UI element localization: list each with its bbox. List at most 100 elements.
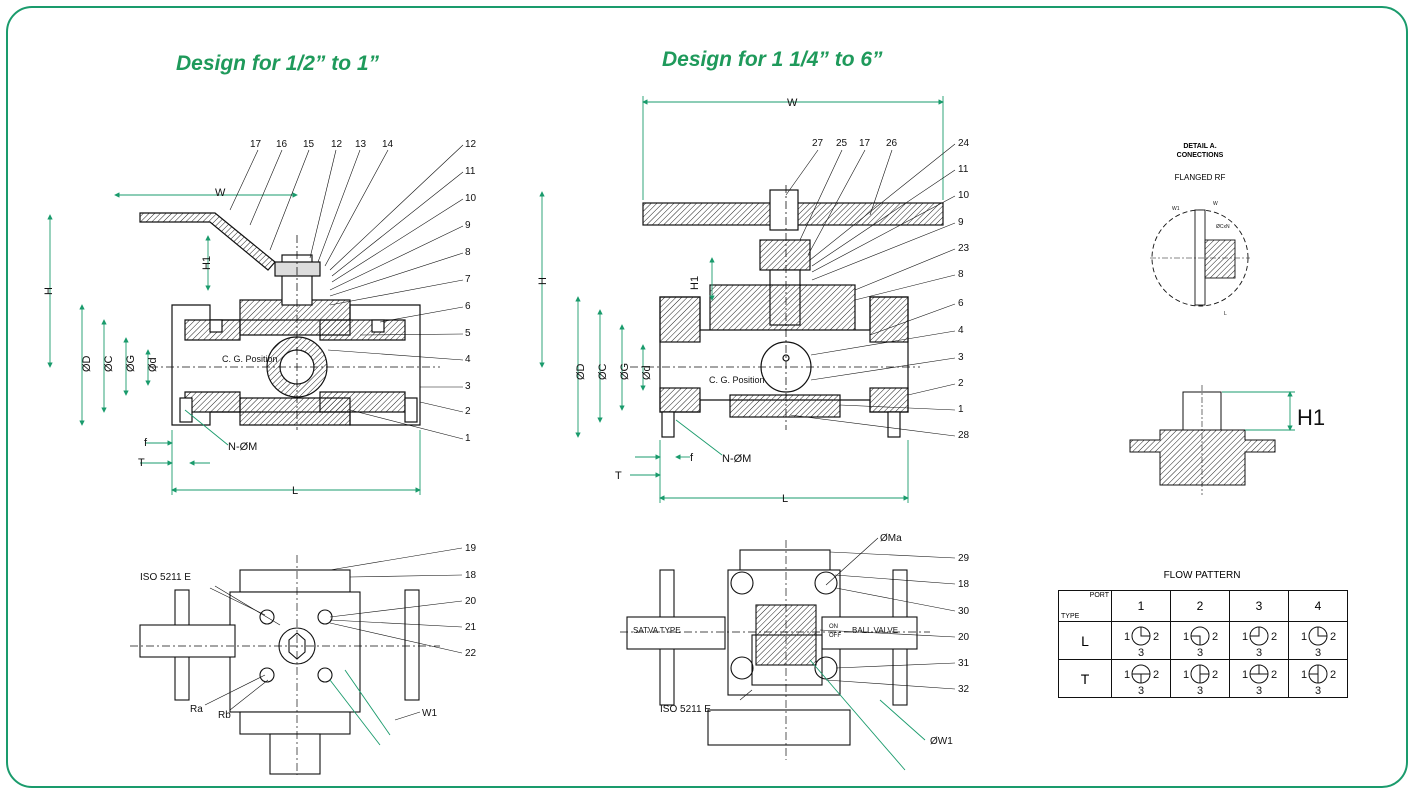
part-9: 9 [465,220,471,231]
part-29: 29 [958,553,970,564]
iso-label-right: ISO 5211 E [660,704,711,715]
cg-position-left: C. G. Position [222,354,278,364]
detail-title-line2: CONECTIONS [1176,152,1224,159]
dim-C-left: ØC [103,355,115,372]
part-4: 4 [465,354,471,365]
left-dimensions [47,192,421,495]
part-10r: 10 [958,190,970,201]
part-18: 18 [465,570,477,581]
flow-port-number: 1 [1301,669,1307,681]
part-10: 10 [465,193,477,204]
dim-D-right: ØD [575,363,587,380]
dim-T-left: T [138,457,145,469]
dim-H-right: H [537,277,549,285]
flow-type-T: T [1058,659,1112,698]
flow-corner-cell: PORT TYPE [1058,590,1112,622]
part-2: 2 [465,406,471,417]
part-7: 7 [465,274,471,285]
left-top-view-labels: ISO 5211 E Ra Rb W1 19 18 20 21 22 [140,543,477,721]
part-6r: 6 [958,298,964,309]
flow-port-number: 2 [1153,631,1159,643]
part-12b: 12 [465,139,477,150]
flow-port-4: 4 [1288,590,1348,622]
page-frame [6,6,1408,788]
dim-d-left: Ød [147,357,159,372]
part-11r: 11 [958,164,969,175]
flow-port-number: 1 [1124,669,1130,681]
left-dimension-labels: W H H1 ØD ØC ØG Ød f T L N-ØM C. G. Posi… [43,187,298,497]
flow-port-number: 2 [1212,669,1218,681]
w1-label: W1 [422,708,437,719]
left-top-view-dims [329,669,391,746]
part-11: 11 [465,166,476,177]
part-3: 3 [465,381,471,392]
flow-port-number: 2 [1212,631,1218,643]
flow-port-number: 2 [1153,669,1159,681]
detail-a-flange [1150,209,1250,307]
flow-pattern-title: FLOW PATTERN [1163,570,1241,581]
part-2r: 2 [958,378,964,389]
flow-port-number: 2 [1330,631,1336,643]
flow-port-number: 3 [1138,685,1144,694]
ma-label: ØMa [880,533,902,544]
flow-port-number: 2 [1330,669,1336,681]
part-12a: 12 [331,139,343,150]
part-4r: 4 [958,325,964,336]
iso-label-left: ISO 5211 E [140,572,191,583]
flow-port-1: 1 [1111,590,1171,622]
part-14: 14 [382,139,394,150]
part-32: 32 [958,684,970,695]
flow-port-number: 1 [1183,631,1189,643]
flow-port-number: 2 [1271,631,1277,643]
right-top-view-dims [809,659,926,771]
part-24: 24 [958,138,970,149]
part-18r: 18 [958,579,970,590]
svg-text:L: L [1224,311,1227,317]
flow-port-number: 1 [1301,631,1307,643]
part-8: 8 [465,247,471,258]
part-25: 25 [836,138,848,149]
part-1: 1 [465,433,471,444]
part-1r: 1 [958,404,964,415]
part-16: 16 [276,139,288,150]
flow-port-number: 1 [1124,631,1130,643]
part-30: 30 [958,606,970,617]
part-26: 26 [886,138,898,149]
flow-port-number: 1 [1242,669,1248,681]
plate-right-text: BALL VALVE [852,626,898,635]
detail-subtitle: FLANGED RF [1174,173,1226,182]
dim-C-right: ØC [597,363,609,380]
part-22: 22 [465,648,477,659]
part-5: 5 [465,328,471,339]
dim-H1-right: H1 [689,276,701,290]
flow-type-L: L [1058,621,1112,660]
dim-L-left: L [292,485,298,497]
right-top-view-labels: ØMa ISO 5211 E ØW1 SATVA TYPE BALL VALVE… [633,533,970,747]
dim-L-right: L [782,493,788,505]
part-23: 23 [958,243,970,254]
dim-f-right: f [690,452,694,464]
flow-port-2: 2 [1170,590,1230,622]
right-top-view [620,540,930,760]
off-text: OFF [829,633,841,639]
part-31: 31 [958,658,970,669]
part-20: 20 [465,596,477,607]
right-top-view-leaders [739,537,956,701]
dim-D-left: ØD [81,355,93,372]
svg-text:W: W [1213,201,1218,207]
part-15: 15 [303,139,315,150]
